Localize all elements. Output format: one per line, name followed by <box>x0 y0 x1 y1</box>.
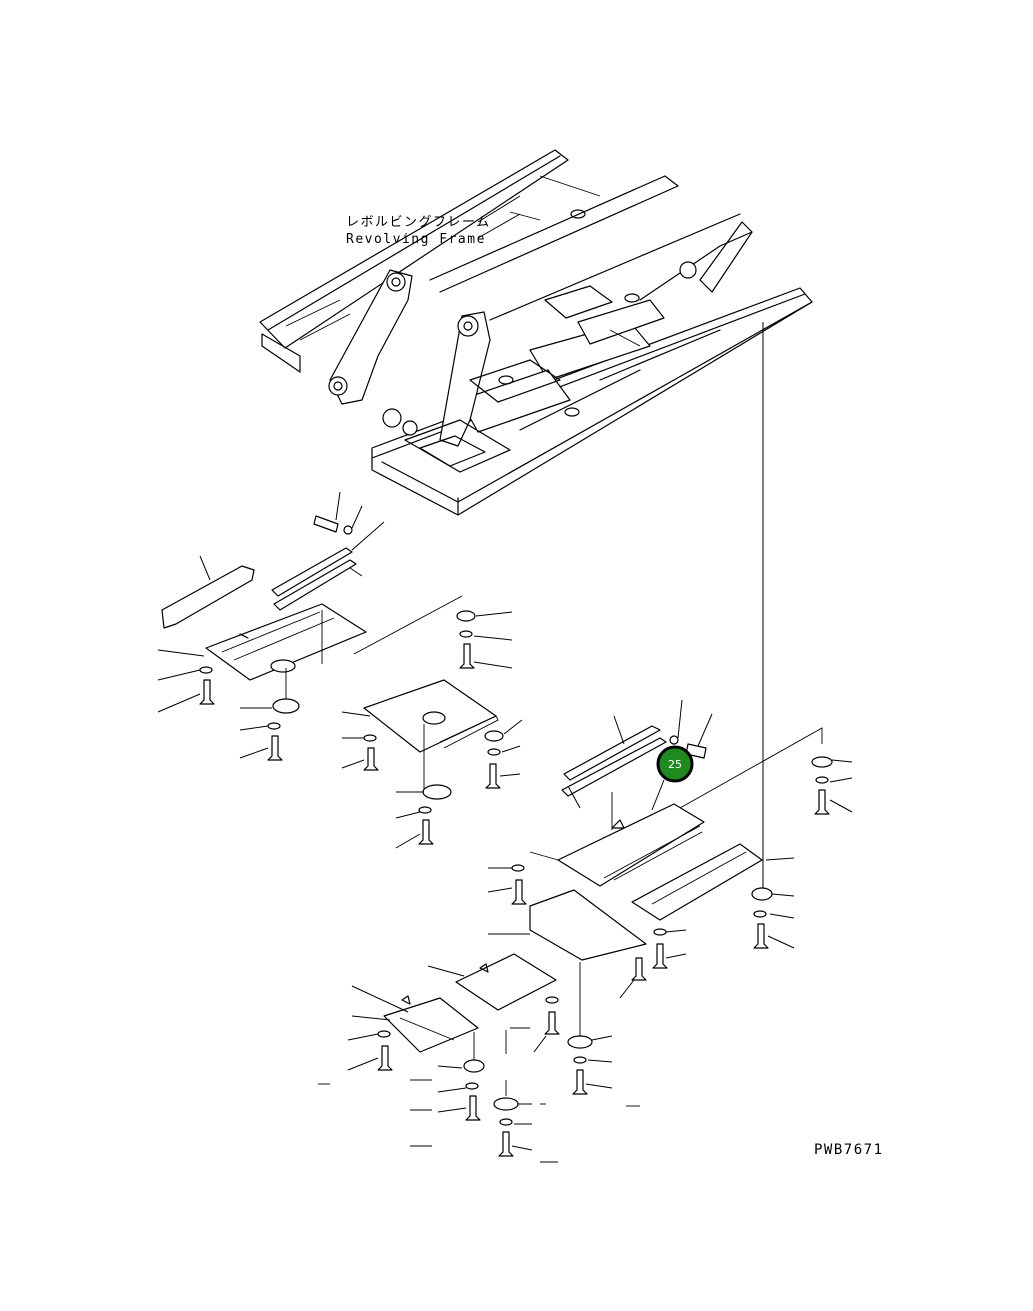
drawing-number: PWB7671 <box>814 1142 884 1158</box>
lower-cover-group <box>318 953 640 1163</box>
frame-label: レボルビングフレーム Revolving Frame <box>346 195 521 247</box>
right-cover-group <box>487 699 853 1036</box>
callout-number: 25 <box>668 758 682 771</box>
frame-label-en: Revolving Frame <box>346 232 486 247</box>
callout-badge[interactable] <box>656 745 694 783</box>
upper-left-cover-group <box>157 491 463 761</box>
revolving-frame <box>259 149 813 516</box>
frame-label-jp: レボルビングフレーム <box>346 215 491 230</box>
part-callout-25[interactable]: 25 <box>656 745 694 783</box>
center-cover-group <box>341 610 523 849</box>
